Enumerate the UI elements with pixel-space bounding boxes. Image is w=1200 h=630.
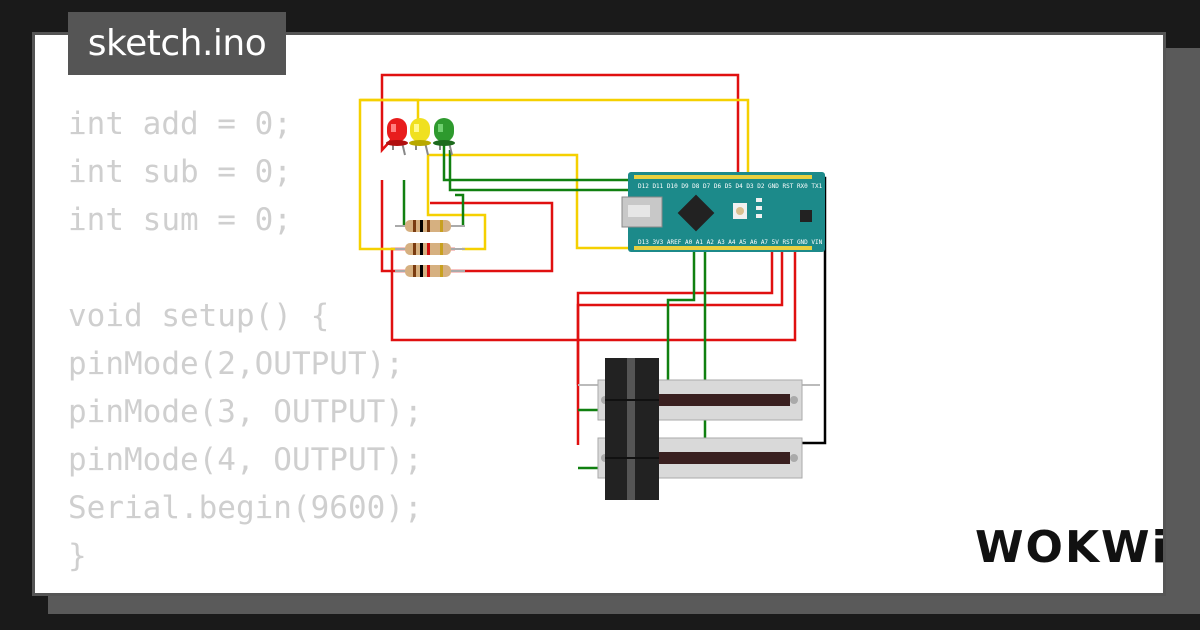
yellow-led[interactable] xyxy=(409,118,431,156)
microcontroller-chip xyxy=(677,194,715,232)
resistor-2[interactable] xyxy=(395,243,465,255)
code-line: pinMode(3, OUTPUT); xyxy=(68,394,423,430)
code-line: void setup() { xyxy=(68,298,330,334)
code-line: pinMode(4, OUTPUT); xyxy=(68,442,423,478)
code-line: int sum = 0; xyxy=(68,202,292,238)
file-name-tab: sketch.ino xyxy=(68,12,286,75)
code-line: int add = 0; xyxy=(68,106,292,142)
code-preview: int add = 0; int sub = 0; int sum = 0; void… xyxy=(68,100,423,580)
usb-connector xyxy=(621,196,663,228)
circuit-diagram: D12 D11 D10 D9 D8 D7 D6 D5 D4 D3 D2 GND … xyxy=(358,73,827,500)
resistor-3[interactable] xyxy=(395,265,465,277)
slider-knob[interactable] xyxy=(605,358,659,500)
preview-card xyxy=(32,32,1166,596)
code-line: pinMode(2,OUTPUT); xyxy=(68,346,404,382)
resistor-1[interactable] xyxy=(395,220,465,232)
code-line: Serial.begin(9600); xyxy=(68,490,423,526)
arduino-nano-board[interactable]: D12 D11 D10 D9 D8 D7 D6 D5 D4 D3 D2 GND … xyxy=(621,172,825,252)
code-line: } xyxy=(68,538,87,574)
top-pin-header xyxy=(634,175,812,179)
green-led[interactable] xyxy=(433,118,455,156)
bottom-pin-header xyxy=(634,246,812,250)
code-line: int sub = 0; xyxy=(68,154,292,190)
red-led[interactable] xyxy=(386,118,408,156)
yellow-wires xyxy=(358,98,750,251)
bottom-pin-labels: D13 3V3 AREF A0 A1 A2 A3 A4 A5 A6 A7 5V … xyxy=(638,239,823,246)
top-pin-labels: D12 D11 D10 D9 D8 D7 D6 D5 D4 D3 D2 GND … xyxy=(638,183,823,190)
wokwi-logo: WOKWi xyxy=(975,522,1169,573)
